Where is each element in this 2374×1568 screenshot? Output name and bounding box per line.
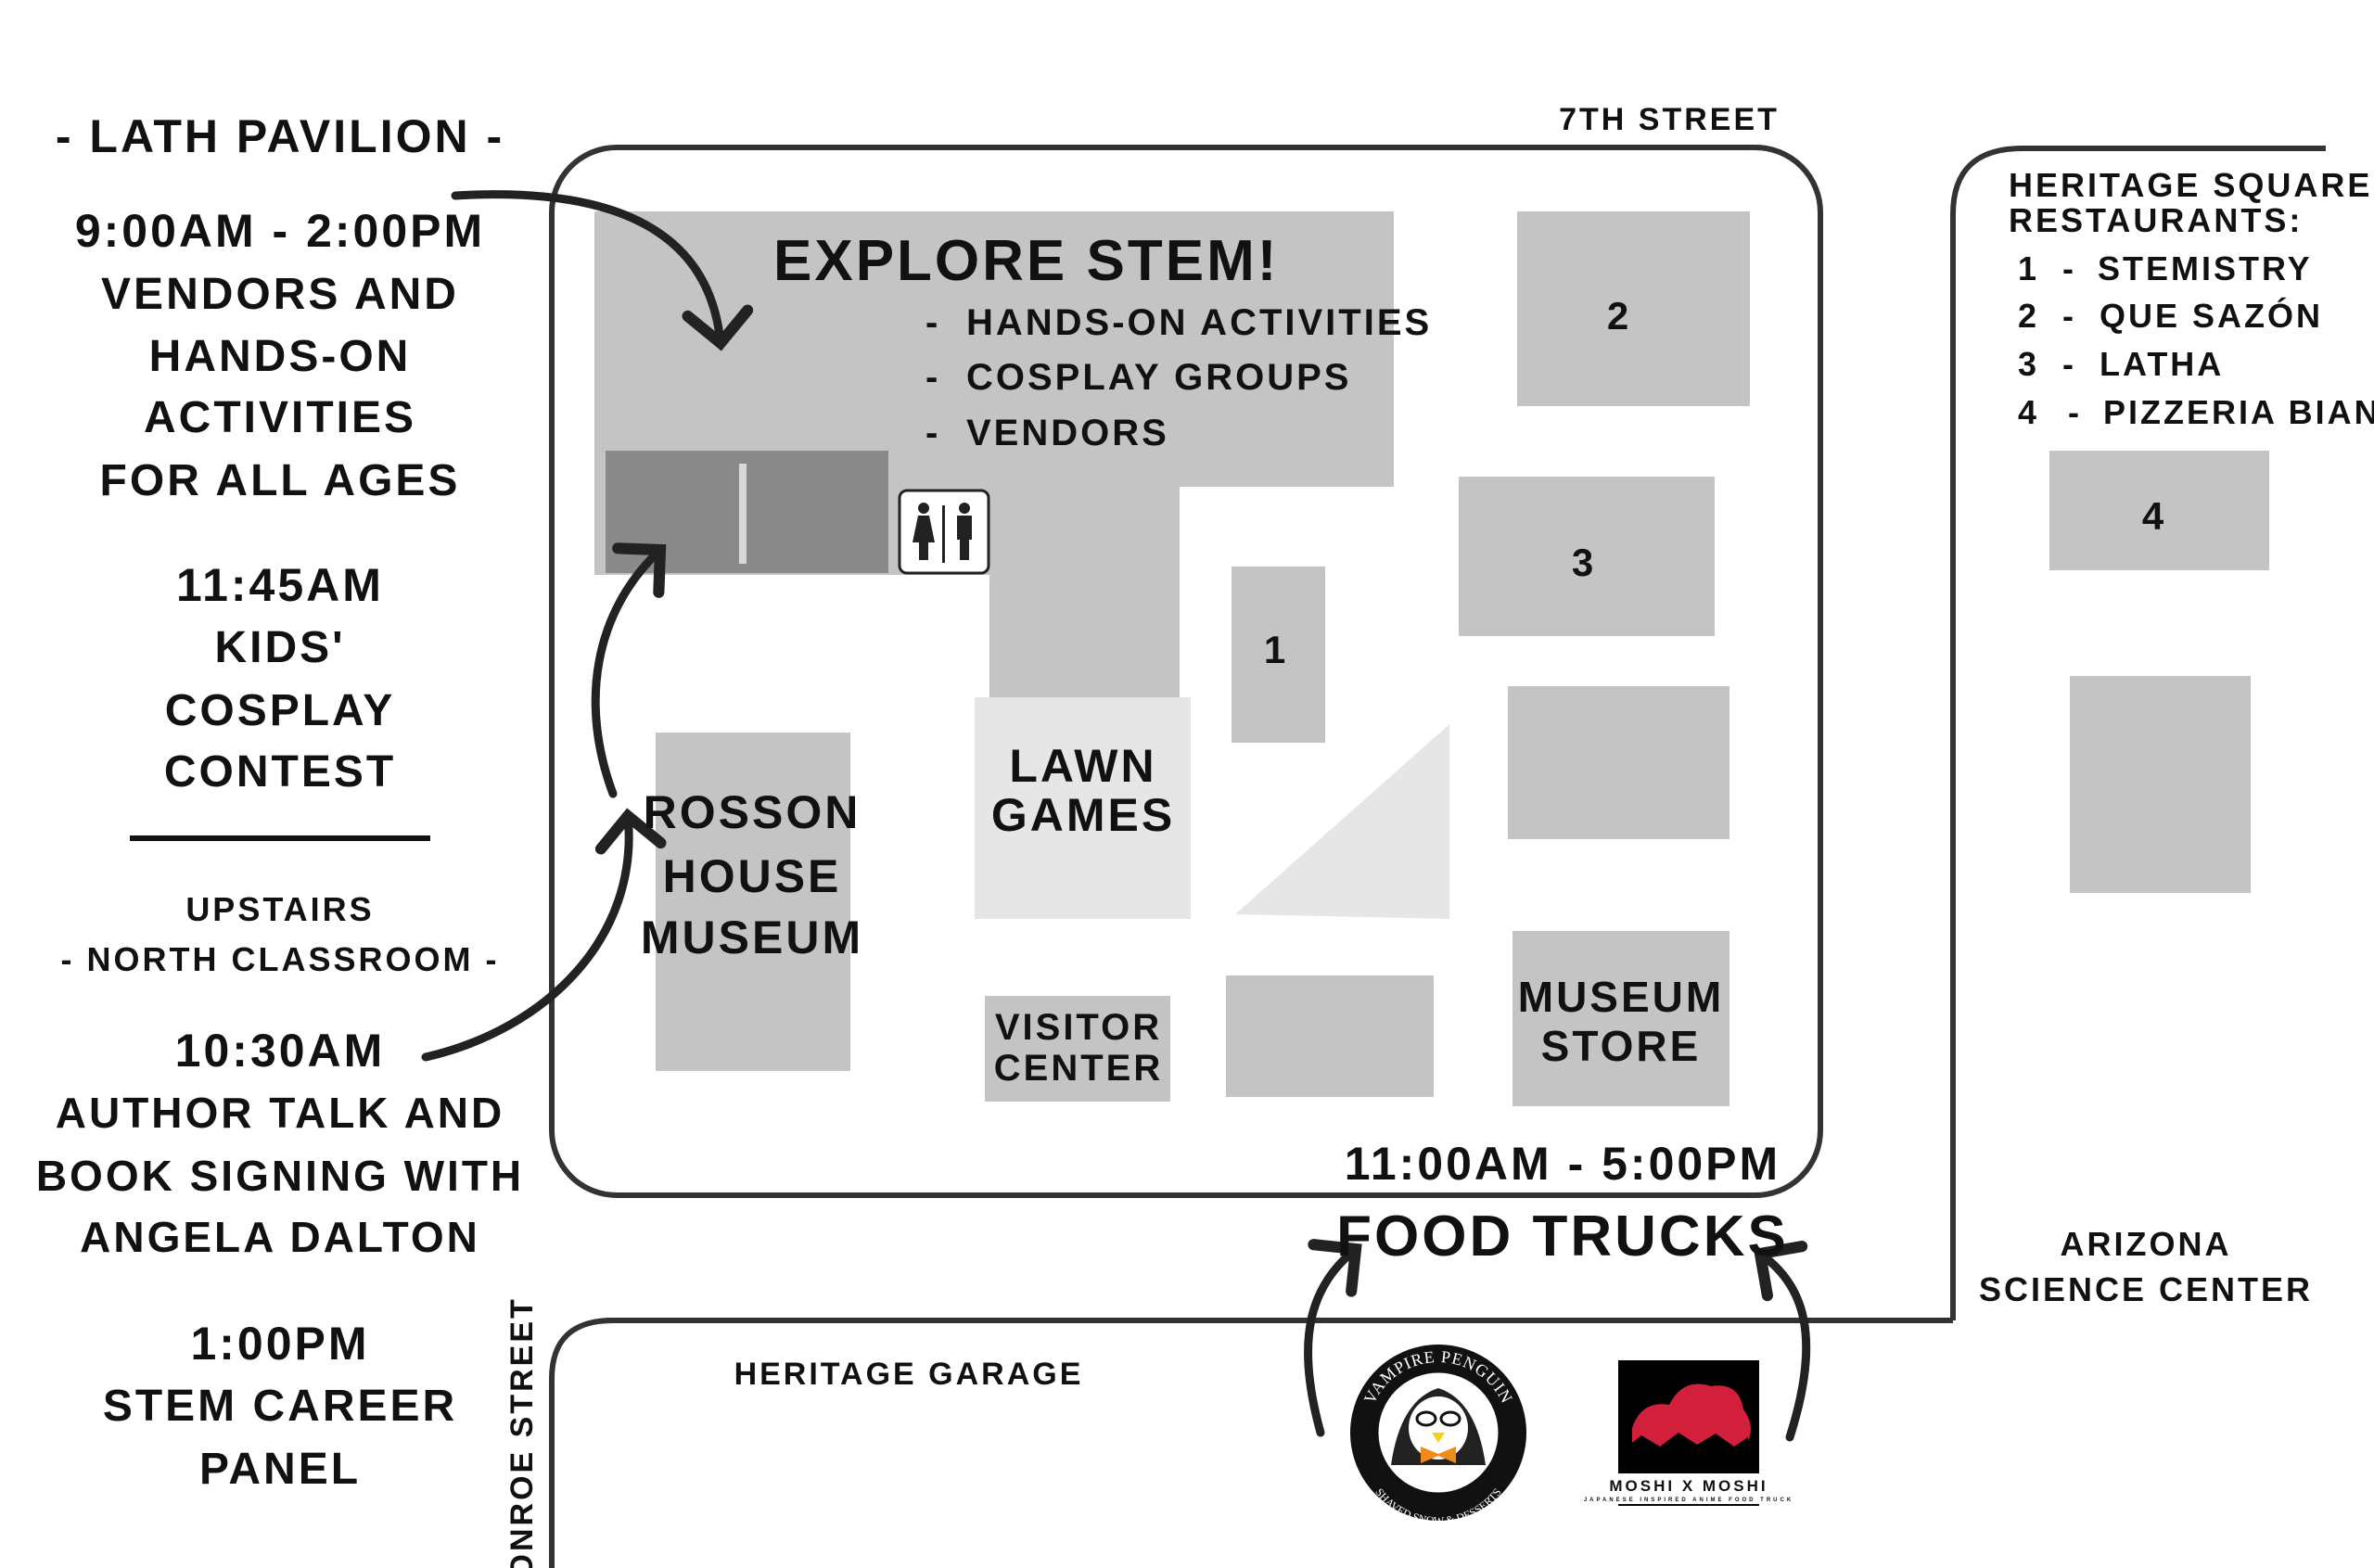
museum-store[interactable] [1512, 931, 1729, 1106]
moshi-moshi-tagline: JAPANESE INSPIRED ANIME FOOD TRUCK [1584, 1498, 1793, 1503]
legend-item-1[interactable]: 1 - STEMISTRY [2018, 249, 2313, 287]
rosson-house-museum[interactable] [656, 733, 850, 1071]
talk-time: 10:30AM [175, 1025, 386, 1077]
arrow-food-truck-1 [1303, 1239, 1362, 1437]
rosson-label: MUSEUM [641, 911, 863, 963]
legend-num: 1 [2018, 249, 2039, 287]
legend-num: 3 [2018, 345, 2039, 383]
restaurant-3-building[interactable] [1459, 477, 1715, 636]
food-trucks-time: 11:00AM - 5:00PM [1345, 1138, 1780, 1190]
science-center-boundary [1950, 146, 2326, 1320]
arrow-to-pavilion [451, 190, 754, 351]
legend-name: LATHA [2100, 345, 2224, 383]
contest-time: 11:45AM [176, 559, 384, 611]
heritage-square-boundary [549, 145, 1823, 1198]
explore-item: HANDS-ON ACTIVITIES [966, 302, 1432, 343]
food-trucks-title: FOOD TRUCKS [1336, 1205, 1789, 1268]
legend-dash: - [2062, 249, 2076, 287]
visitor-center-label: CENTER [994, 1048, 1163, 1089]
visitor-center-label: VISITOR [995, 1007, 1162, 1048]
pavilion-time: 9:00AM - 2:00PM [75, 205, 485, 257]
moshi-moshi-name: MOSHI X MOSHI [1609, 1477, 1768, 1495]
science-center-building[interactable] [2070, 676, 2251, 893]
classroom-label: - NORTH CLASSROOM - [61, 940, 500, 978]
contest-desc-line: KIDS' [214, 623, 345, 672]
legend-name: PIZZERIA BIANCO [2103, 393, 2374, 431]
legend-name: QUE SAZÓN [2100, 296, 2323, 335]
legend-title: HERITAGE SQUARE [2009, 166, 2372, 204]
restaurants-legend: HERITAGE SQUARE RESTAURANTS: 1 - STEMIST… [2009, 166, 2374, 431]
legend-name: STEMISTRY [2098, 249, 2313, 287]
building-number-4: 4 [2142, 494, 2166, 538]
building-unlabeled-2[interactable] [1226, 975, 1434, 1097]
garage-boundary [549, 1318, 1953, 1568]
science-center-label: ARIZONA [2061, 1225, 2232, 1263]
contest-desc-line: COSPLAY [165, 686, 396, 735]
legend-num: 4 [2018, 393, 2039, 431]
street-7th: 7TH STREET [1559, 102, 1780, 137]
pavilion-desc-line: FOR ALL AGES [100, 456, 461, 505]
pavilion-divider [739, 464, 747, 564]
contest-desc-line: CONTEST [164, 747, 396, 797]
bullet: - [925, 302, 940, 343]
arrow-to-pavilion-2 [591, 542, 667, 798]
upstairs-label: UPSTAIRS [185, 890, 374, 928]
legend-dash: - [2062, 345, 2076, 383]
talk-desc-line: BOOK SIGNING WITH [36, 1152, 524, 1200]
arrow-food-truck-2 [1753, 1241, 1811, 1442]
building-number-1: 1 [1264, 628, 1288, 671]
legend-title: RESTAURANTS: [2009, 201, 2303, 239]
rosson-label: HOUSE [663, 850, 842, 902]
schedule-divider [130, 835, 430, 841]
museum-store-label: STORE [1541, 1022, 1702, 1070]
street-monroe: MONROE STREET [504, 1296, 540, 1568]
lath-pavilion-building[interactable] [606, 451, 888, 573]
building-number-3: 3 [1572, 541, 1596, 584]
restaurant-1-building[interactable] [1232, 567, 1325, 743]
heritage-garage-label: HERITAGE GARAGE [734, 1357, 1084, 1392]
pavilion-desc-line: VENDORS AND [101, 270, 459, 319]
vampire-penguin-logo[interactable]: VAMPIRE PENGUIN SHAVED SNOW & DESSERTS [1350, 1345, 1526, 1527]
moshi-moshi-logo[interactable]: MOSHI X MOSHI JAPANESE INSPIRED ANIME FO… [1584, 1360, 1793, 1506]
restaurant-4-building[interactable] [2049, 451, 2269, 570]
bullet: - [925, 357, 940, 398]
restroom-icon [898, 489, 990, 575]
building-number-2: 2 [1607, 294, 1631, 338]
panel-desc-line: STEM CAREER [103, 1382, 457, 1431]
museum-store-label: MUSEUM [1518, 973, 1724, 1021]
talk-desc-line: ANGELA DALTON [80, 1213, 480, 1261]
explore-stem-title: EXPLORE STEM! [773, 229, 1279, 293]
lawn-triangle [1235, 724, 1449, 919]
lath-pavilion-area[interactable] [594, 211, 1394, 697]
lawn-games-label: GAMES [991, 789, 1175, 841]
lawn-games-label: LAWN [1009, 740, 1156, 792]
arrow-to-classroom [421, 808, 667, 1062]
bullet: - [925, 413, 940, 453]
restaurant-2-building[interactable] [1517, 211, 1750, 406]
science-center-label: SCIENCE CENTER [1979, 1270, 2313, 1308]
talk-desc-line: AUTHOR TALK AND [56, 1089, 505, 1137]
panel-time: 1:00PM [190, 1318, 369, 1370]
rosson-label: ROSSON [644, 786, 862, 838]
legend-item-3[interactable]: 3 - LATHA [2018, 345, 2224, 383]
pavilion-title: - LATH PAVILION - [56, 110, 504, 162]
panel-desc-line: PANEL [199, 1445, 361, 1494]
legend-dash: - [2062, 297, 2076, 335]
pavilion-desc-line: HANDS-ON [149, 332, 412, 381]
legend-dash: - [2068, 393, 2082, 431]
explore-item: COSPLAY GROUPS [966, 357, 1351, 398]
legend-item-4[interactable]: 4 - PIZZERIA BIANCO [2018, 393, 2374, 431]
building-unlabeled[interactable] [1508, 686, 1729, 839]
schedule-panel: - LATH PAVILION - 9:00AM - 2:00PM VENDOR… [36, 110, 524, 1494]
explore-item: VENDORS [966, 413, 1169, 453]
visitor-center[interactable] [985, 996, 1170, 1102]
legend-item-2[interactable]: 2 - QUE SAZÓN [2018, 296, 2323, 335]
legend-num: 2 [2018, 297, 2039, 335]
lawn-games-area[interactable] [975, 697, 1191, 919]
explore-list: - HANDS-ON ACTIVITIES - COSPLAY GROUPS -… [925, 302, 1432, 453]
pavilion-desc-line: ACTIVITIES [144, 393, 416, 442]
